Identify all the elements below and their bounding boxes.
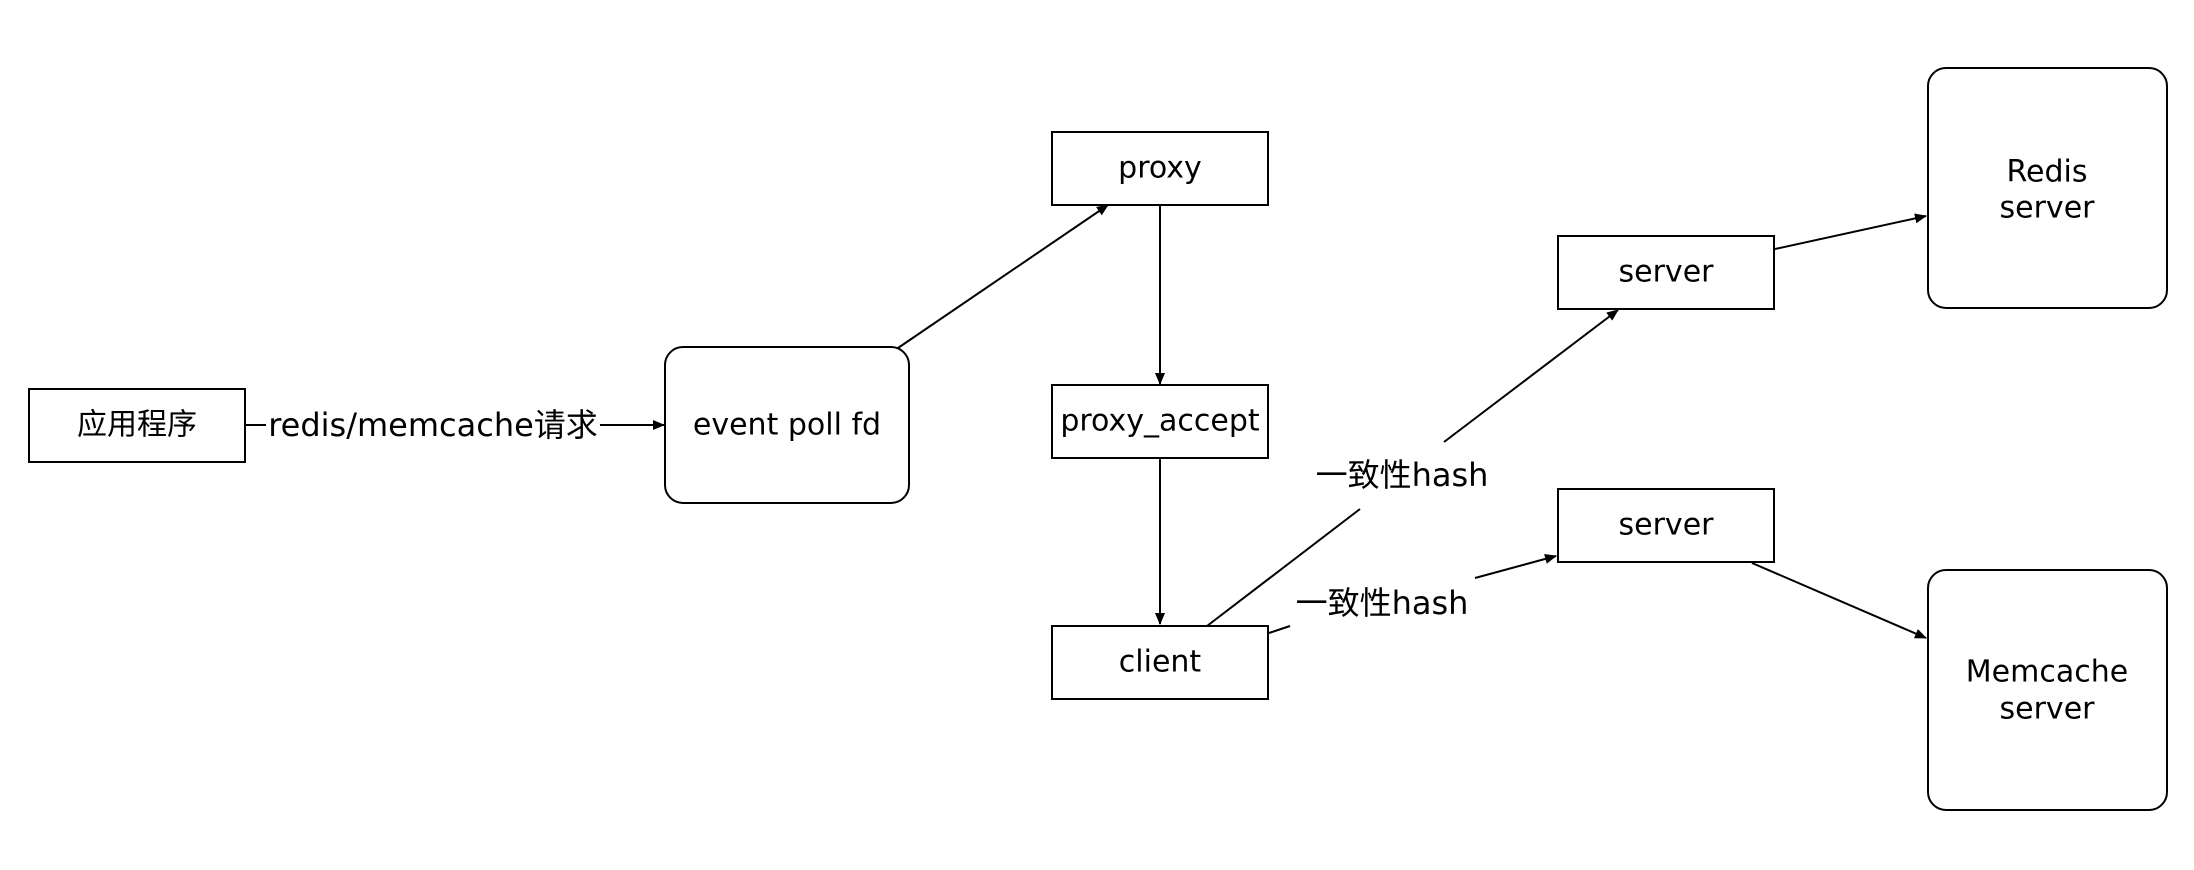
edge-labels: redis/memcache请求 一致性hash 一致性hash	[268, 406, 1488, 622]
node-app: 应用程序	[28, 388, 246, 463]
node-redis-server-label-line1: Redis	[2007, 155, 2088, 190]
node-client: client	[1051, 625, 1269, 700]
node-memcache-server-label-line2: server	[2000, 692, 2096, 727]
edge-label-consistent-hash-top: 一致性hash	[1316, 456, 1489, 494]
node-event-poll-fd-label: event poll fd	[693, 408, 881, 443]
edge-client-to-server-bottom-right	[1474, 554, 1557, 579]
edge-label-request: redis/memcache请求	[268, 406, 598, 444]
node-proxy-accept: proxy_accept	[1051, 384, 1269, 459]
edge-client-to-server-top-lower	[1206, 508, 1361, 627]
node-server-top: server	[1557, 235, 1775, 310]
node-memcache-server-label-line1: Memcache	[1966, 655, 2128, 690]
edge-client-to-server-bottom-left	[1268, 625, 1291, 634]
edge-event-poll-to-proxy	[897, 204, 1109, 349]
node-server-top-label: server	[1619, 255, 1715, 290]
node-proxy-accept-label: proxy_accept	[1060, 404, 1260, 439]
node-server-bottom-label: server	[1619, 508, 1715, 543]
node-proxy-label: proxy	[1118, 151, 1202, 186]
node-redis-server: Redis server	[1927, 67, 2168, 309]
edge-label-consistent-hash-bottom: 一致性hash	[1296, 584, 1469, 622]
node-memcache-server: Memcache server	[1927, 569, 2168, 811]
edge-server-to-redis	[1774, 213, 1927, 250]
edges	[246, 204, 1927, 639]
node-redis-server-label-line2: server	[2000, 191, 2096, 226]
node-proxy: proxy	[1051, 131, 1269, 206]
node-server-bottom: server	[1557, 488, 1775, 563]
node-event-poll-fd: event poll fd	[664, 346, 910, 504]
edge-client-to-server-top-upper	[1443, 309, 1619, 443]
node-app-label: 应用程序	[77, 408, 197, 443]
node-client-label: client	[1119, 645, 1202, 680]
edge-server-to-memcache	[1751, 562, 1927, 639]
